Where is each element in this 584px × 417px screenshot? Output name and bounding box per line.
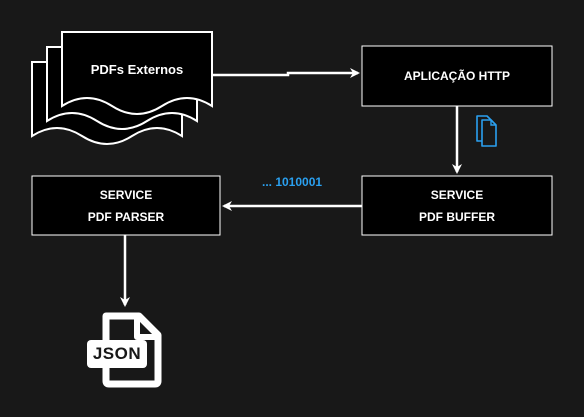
arrow-pdfs-to-http <box>212 68 360 78</box>
json-file-icon <box>87 312 162 388</box>
copy-documents-icon <box>476 115 497 147</box>
pdfs-externos-label: PDFs Externos <box>90 62 184 77</box>
service-pdf-buffer-box <box>361 175 553 236</box>
service-pdf-parser-box <box>31 175 221 236</box>
service-pdf-buffer-title: SERVICE <box>430 188 484 202</box>
service-pdf-parser-title: SERVICE <box>99 188 153 202</box>
pdfs-externos-document-stack <box>31 31 213 145</box>
json-file-label: JSON <box>92 344 142 363</box>
service-pdf-buffer-subtitle: PDF BUFFER <box>419 210 495 224</box>
binary-data-label: ... 1010001 <box>262 175 323 189</box>
service-pdf-parser-subtitle: PDF PARSER <box>87 210 165 224</box>
aplicacao-http-box <box>361 45 553 107</box>
aplicacao-http-label: APLICAÇÃO HTTP <box>404 69 510 83</box>
